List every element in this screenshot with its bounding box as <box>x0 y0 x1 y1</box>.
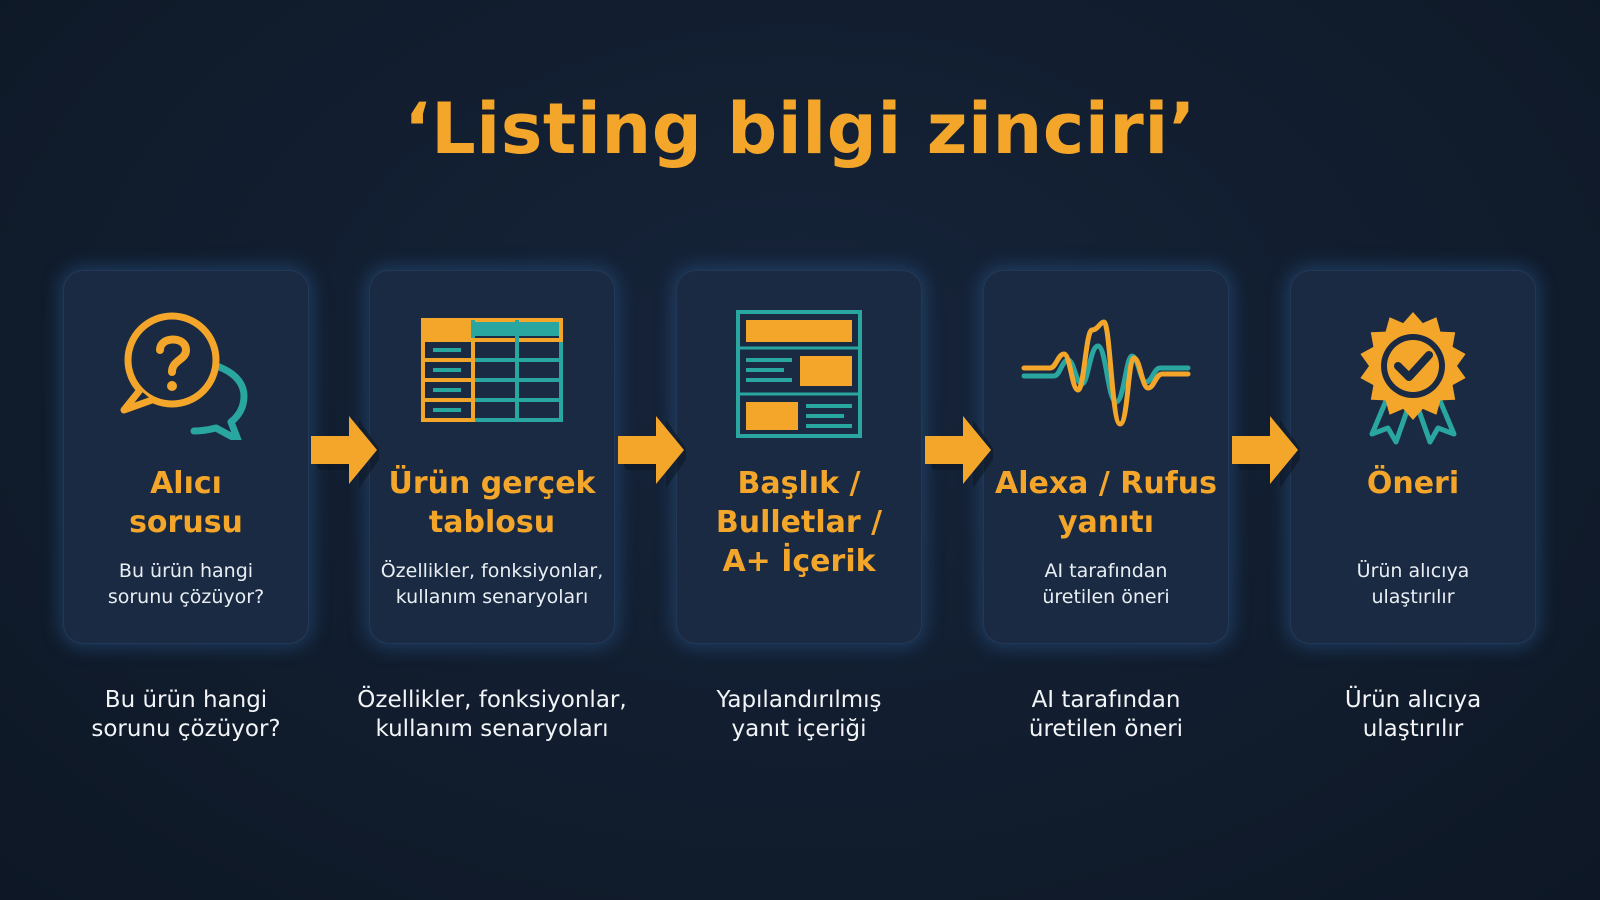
step-title: Ürün gerçek tablosu <box>388 466 596 540</box>
step-description: Özellikler, fonksiyonlar, kullanım senar… <box>380 560 604 608</box>
question-chat-icon <box>63 310 309 440</box>
step-card-listing-content: Başlık / Bulletlar / A+ İçerik <box>676 270 922 644</box>
table-icon <box>369 310 615 440</box>
step-title: Alexa / Rufus yanıtı <box>994 466 1217 540</box>
arrow-right-icon <box>1232 416 1300 488</box>
step-title: Öneri <box>1366 466 1460 501</box>
arrow-right-icon <box>311 416 379 488</box>
step-description: Ürün alıcıya ulaştırılır <box>1356 560 1470 608</box>
step-caption: Ürün alıcıya ulaştırılır <box>1344 687 1482 742</box>
page-title: ‘Listing bilgi zinciri’ <box>404 88 1196 170</box>
step-card-voice-answer: Alexa / Rufus yanıtı AI tarafından üreti… <box>983 270 1229 644</box>
sound-wave-icon <box>983 310 1229 440</box>
step-description: Bu ürün hangi sorunu çözüyor? <box>107 560 265 608</box>
step-card-recommendation: Öneri Ürün alıcıya ulaştırılır <box>1290 270 1536 644</box>
award-badge-icon <box>1290 310 1536 445</box>
step-card-product-facts: Ürün gerçek tablosu Özellikler, fonksiyo… <box>369 270 615 644</box>
arrow-right-icon <box>618 416 686 488</box>
document-layout-icon <box>676 310 922 440</box>
step-title: Alıcı sorusu <box>129 466 243 540</box>
step-card-buyer-question: Alıcı sorusu Bu ürün hangi sorunu çözüyo… <box>63 270 309 644</box>
step-caption: Bu ürün hangi sorunu çözüyor? <box>91 687 281 742</box>
step-description: AI tarafından üretilen öneri <box>1042 560 1170 608</box>
step-title: Başlık / Bulletlar / A+ İçerik <box>715 466 883 579</box>
arrow-right-icon <box>925 416 993 488</box>
step-caption: AI tarafından üretilen öneri <box>1028 687 1184 742</box>
step-caption: Yapılandırılmış yanıt içeriği <box>716 687 882 742</box>
step-caption: Özellikler, fonksiyonlar, kullanım senar… <box>357 687 627 742</box>
